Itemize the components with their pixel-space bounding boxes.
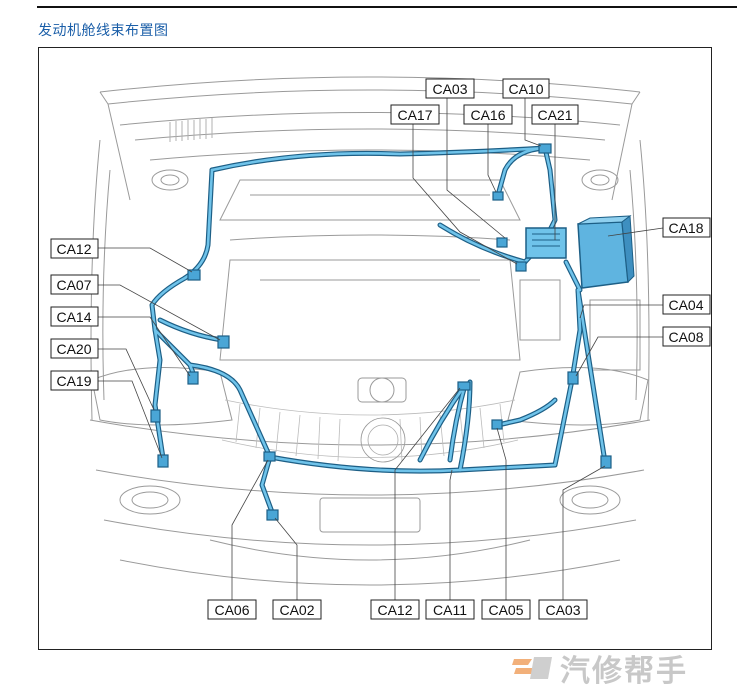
- junction-block: [525, 227, 567, 259]
- callout-ca03-bottom: CA03: [538, 599, 588, 620]
- harness-connectors: [150, 143, 612, 521]
- svg-text:CA18: CA18: [668, 220, 703, 236]
- svg-text:CA03: CA03: [432, 81, 467, 97]
- svg-text:CA03: CA03: [545, 602, 580, 618]
- callout-ca17: CA17: [390, 104, 440, 125]
- callout-ca12-bottom: CA12: [370, 599, 420, 620]
- svg-text:CA12: CA12: [56, 241, 91, 257]
- callout-ca20: CA20: [50, 338, 99, 359]
- page-title: 发动机舱线束布置图: [38, 23, 169, 39]
- svg-text:CA04: CA04: [668, 297, 703, 313]
- svg-text:CA16: CA16: [470, 107, 505, 123]
- callout-ca05: CA05: [481, 599, 531, 620]
- vehicle-outline: [89, 76, 651, 586]
- fuse-box: [577, 215, 635, 289]
- svg-text:CA12: CA12: [377, 602, 412, 618]
- callout-ca11: CA11: [425, 599, 475, 620]
- diagram-frame: [38, 47, 712, 650]
- svg-text:CA05: CA05: [488, 602, 523, 618]
- callout-ca03-top: CA03: [425, 78, 475, 99]
- svg-text:CA11: CA11: [433, 602, 467, 618]
- svg-text:CA20: CA20: [56, 341, 91, 357]
- svg-text:CA02: CA02: [279, 602, 314, 618]
- svg-text:CA07: CA07: [56, 277, 91, 293]
- svg-text:CA08: CA08: [668, 329, 703, 345]
- svg-text:CA17: CA17: [397, 107, 432, 123]
- callout-ca08: CA08: [662, 326, 711, 347]
- front-grille: [221, 399, 519, 463]
- callout-ca21: CA21: [531, 104, 579, 125]
- callout-ca04: CA04: [662, 294, 711, 315]
- callout-ca19: CA19: [50, 370, 99, 391]
- watermark-text: 汽修帮手: [560, 654, 688, 689]
- callout-ca16: CA16: [463, 104, 513, 125]
- callout-ca18: CA18: [662, 217, 711, 238]
- watermark-logo-icon: [512, 657, 552, 679]
- callout-ca02: CA02: [272, 599, 322, 620]
- callout-ca06: CA06: [207, 599, 257, 620]
- callout-ca12-left: CA12: [50, 238, 99, 259]
- svg-text:CA06: CA06: [214, 602, 249, 618]
- svg-text:CA19: CA19: [56, 373, 91, 389]
- svg-text:CA10: CA10: [508, 81, 543, 97]
- callout-ca10: CA10: [502, 78, 550, 99]
- svg-text:CA21: CA21: [537, 107, 572, 123]
- callout-ca14: CA14: [50, 306, 99, 327]
- leader-lines: [98, 93, 664, 600]
- callout-ca07: CA07: [50, 274, 99, 295]
- top-rule: [37, 6, 737, 8]
- svg-text:CA14: CA14: [56, 309, 91, 325]
- watermark: 汽修帮手: [512, 648, 688, 689]
